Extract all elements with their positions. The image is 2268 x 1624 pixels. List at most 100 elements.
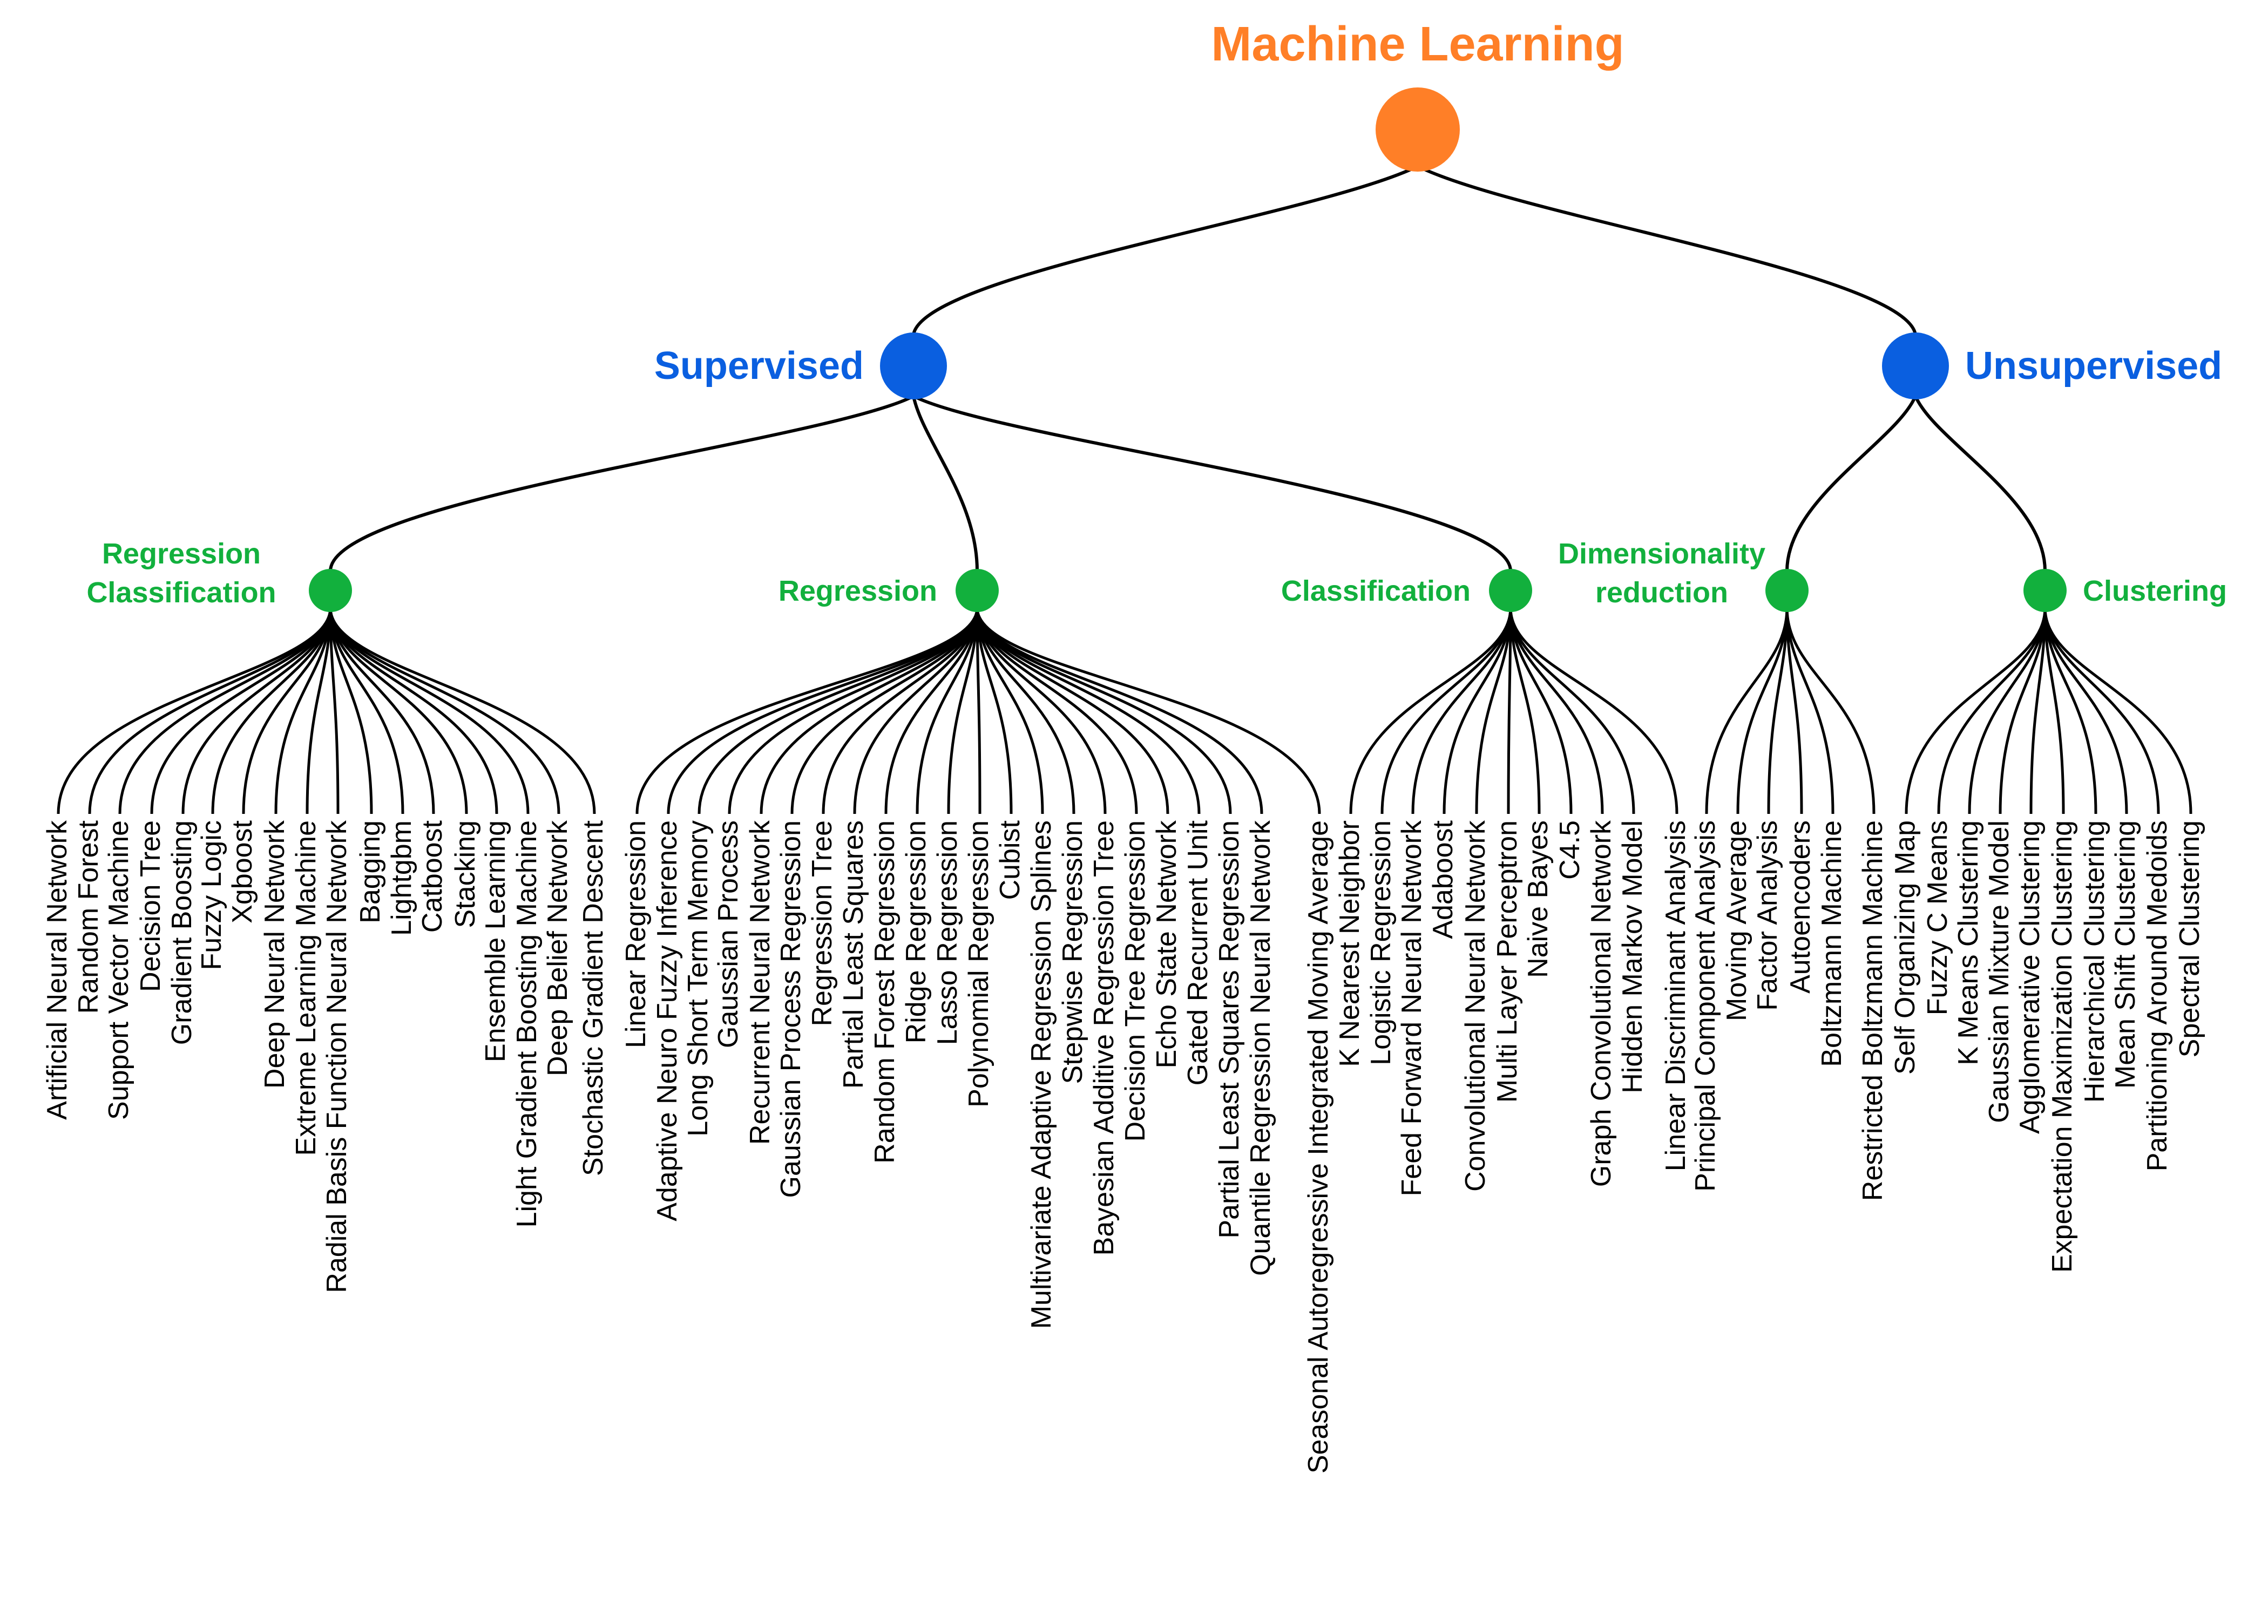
edge-leaf: [1905, 607, 2047, 814]
leaf-label-stepwise-regression: Stepwise Regression: [1057, 820, 1088, 1084]
edge-leaf: [329, 607, 530, 814]
edge-leaf: [150, 607, 332, 814]
leaf-label-regression-tree: Regression Tree: [807, 820, 838, 1027]
leaf-label-radial-basis-function-neural-network: Radial Basis Function Neural Network: [321, 820, 353, 1293]
leaf-label-stochastic-gradient-descent: Stochastic Gradient Descent: [578, 820, 609, 1176]
leaf-label-restricted-boltzmann-machine: Restricted Boltzmann Machine: [1857, 820, 1888, 1201]
edge-leaf: [1999, 607, 2047, 814]
edge-leaf: [1380, 607, 1512, 814]
edge-leaf: [329, 607, 404, 814]
edge-supervised-classification: [912, 395, 1512, 572]
edge-leaf: [1507, 607, 1512, 814]
edge-leaf: [329, 607, 498, 814]
leaf-label-mean-shift-clustering: Mean Shift Clustering: [2110, 820, 2141, 1089]
leaf-label-echo-state-network: Echo State Network: [1151, 820, 1182, 1069]
edge-leaf: [1349, 607, 1512, 814]
leaf-label-graph-convolutional-network: Graph Convolutional Network: [1586, 820, 1617, 1187]
root-label: Machine Learning: [1211, 17, 1624, 71]
edge-leaf: [1475, 607, 1512, 814]
leaf-label-lightgbm: Lightgbm: [386, 820, 417, 936]
leaf-label-feed-forward-neural-network: Feed Forward Neural Network: [1396, 820, 1427, 1196]
edge-leaf: [329, 607, 560, 814]
leaf-label-stacking: Stacking: [450, 820, 481, 928]
leaf-label-gradient-boosting: Gradient Boosting: [166, 820, 198, 1045]
leaf-label-ridge-regression: Ridge Regression: [901, 820, 932, 1043]
edge-leaf: [976, 607, 1321, 814]
edge-supervised-regression: [912, 396, 979, 572]
leaf-label-naive-bayes: Naive Bayes: [1522, 820, 1554, 978]
leaf-label-hidden-markov-model: Hidden Markov Model: [1617, 820, 1648, 1093]
edge-leaf: [1785, 607, 1803, 814]
leaf-label-c4-5: C4.5: [1554, 820, 1586, 880]
edge-leaf: [211, 607, 332, 814]
leaf-label-gated-recurrent-unit: Gated Recurrent Unit: [1182, 820, 1214, 1085]
tree-nodes: [309, 87, 2067, 612]
edge-leaf: [1509, 607, 1604, 814]
edge-leaf: [329, 607, 596, 814]
edge-leaf: [1785, 607, 1876, 814]
edge-leaf: [976, 607, 1263, 814]
edge-leaf: [306, 607, 332, 814]
edge-unsupervised-clustering: [1914, 395, 2047, 572]
leaf-label-expectation-maximization-clustering: Expectation Maximization Clustering: [2047, 820, 2078, 1273]
edge-supervised-regression-classification: [329, 395, 915, 572]
node-clustering: [2023, 569, 2067, 612]
leaf-label-agglomerative-clustering: Agglomerative Clustering: [2014, 820, 2046, 1134]
edge-leaf: [635, 607, 979, 814]
leaf-label-multivariate-adaptive-regression-splines: Multivariate Adaptive Regression Splines: [1026, 820, 1057, 1329]
leaf-label-fuzzy-c-means: Fuzzy C Means: [1922, 820, 1953, 1015]
leaf-label-xgboost: Xgboost: [227, 820, 258, 923]
leaf-label-partial-least-squares-regression: Partial Least Squares Regression: [1214, 820, 1245, 1239]
leaf-label-ensemble-learning: Ensemble Learning: [480, 820, 511, 1062]
leaf-label-bayesian-additive-regression-tree: Bayesian Additive Regression Tree: [1088, 820, 1120, 1255]
edge-leaf: [822, 607, 979, 814]
leaf-label-logistic-regression: Logistic Regression: [1365, 820, 1397, 1065]
edge-leaf: [1968, 607, 2047, 814]
leaf-label-support-vector-machine: Support Vector Machine: [103, 820, 134, 1120]
edge-leaf: [2043, 607, 2192, 814]
leaf-label-bagging: Bagging: [355, 820, 386, 923]
leaf-label-adaptive-neuro-fuzzy-inference: Adaptive Neuro Fuzzy Inference: [652, 820, 683, 1221]
leaf-label-gaussian-mixture-model: Gaussian Mixture Model: [1983, 820, 2015, 1123]
leaf-label-autoencoders: Autoencoders: [1785, 820, 1816, 994]
leaf-label-k-means-clustering: K Means Clustering: [1953, 820, 1984, 1065]
leaf-label-decision-tree: Decision Tree: [135, 820, 166, 992]
edge-leaf: [884, 607, 979, 814]
edge-leaf: [329, 607, 340, 814]
edge-leaf: [1937, 607, 2047, 814]
edge-leaf: [916, 607, 979, 814]
edge-leaf: [181, 607, 332, 814]
label-supervised: Supervised: [654, 344, 864, 388]
label-regression: Regression: [778, 575, 937, 607]
leaf-label-quantile-regression-neural-network: Quantile Regression Neural Network: [1245, 820, 1276, 1276]
edge-leaf: [976, 607, 1075, 814]
edge-leaf: [2029, 607, 2047, 814]
edge-root-unsupervised: [1417, 165, 1917, 335]
leaf-label-gaussian-process: Gaussian Process: [713, 820, 744, 1048]
leaf-label-principal-component-analysis: Principal Component Analysis: [1690, 820, 1721, 1192]
tree-edges: [57, 165, 2192, 814]
node-classification: [1489, 569, 1532, 612]
leaf-label-moving-average: Moving Average: [1721, 820, 1752, 1021]
leaf-label-random-forest: Random Forest: [73, 820, 104, 1014]
leaf-label-factor-analysis: Factor Analysis: [1752, 820, 1783, 1011]
leaf-label-recurrent-neural-network: Recurrent Neural Network: [744, 820, 776, 1145]
label-clustering: Clustering: [2083, 575, 2227, 607]
edge-leaf: [2043, 607, 2097, 814]
edge-leaf: [1509, 607, 1573, 814]
edge-root-supervised: [912, 165, 1419, 335]
leaf-label-partial-least-squares: Partial Least Squares: [838, 820, 869, 1089]
edge-leaf: [947, 607, 979, 814]
leaf-label-convolutional-neural-network: Convolutional Neural Network: [1460, 820, 1491, 1192]
leaf-label-hierarchical-clustering: Hierarchical Clustering: [2079, 820, 2110, 1103]
leaf-label-k-nearest-neighbor: K Nearest Neighbor: [1334, 820, 1365, 1067]
edge-leaf: [2043, 607, 2160, 814]
leaf-label-polynomial-regression: Polynomial Regression: [963, 820, 994, 1107]
edge-leaf: [1785, 607, 1834, 814]
leaf-label-artificial-neural-network: Artificial Neural Network: [42, 820, 73, 1120]
edge-leaf: [329, 607, 373, 814]
edge-leaf: [274, 607, 332, 814]
